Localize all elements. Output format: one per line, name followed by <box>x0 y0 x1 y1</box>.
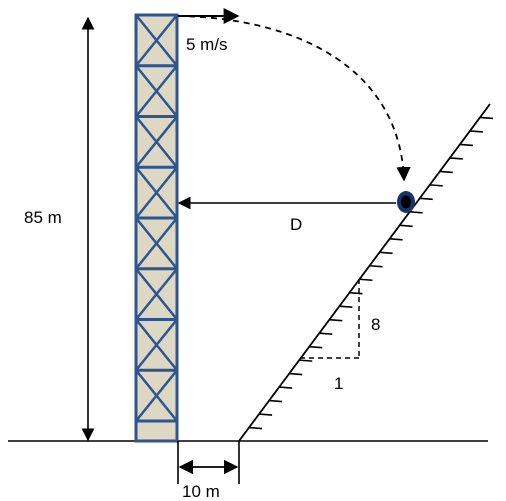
launch-speed-label: 5 m/s <box>186 35 228 54</box>
tower-brace <box>135 267 178 321</box>
hatch-mark <box>309 345 323 349</box>
hatch-mark <box>299 359 313 362</box>
lattice-tower <box>134 13 179 443</box>
tower-brace <box>135 115 178 169</box>
hatch-mark <box>369 264 383 268</box>
tower-brace <box>135 318 178 372</box>
hatch-mark <box>469 130 483 133</box>
projectile-trajectory <box>177 15 411 182</box>
slope-ratio-triangle <box>300 279 360 359</box>
hatch-mark <box>279 386 293 389</box>
slope-run-label: 1 <box>334 374 343 393</box>
projectile-ball <box>397 191 415 213</box>
tower-height-label: 85 m <box>24 208 62 227</box>
hatch-mark <box>349 291 363 295</box>
hatch-mark <box>459 143 473 147</box>
hatch-mark <box>329 318 343 322</box>
tower-brace <box>135 64 178 118</box>
hatch-mark <box>409 211 423 214</box>
tower-brace <box>135 14 178 67</box>
hatch-mark <box>319 332 333 335</box>
hatch-mark <box>289 372 303 376</box>
hatch-mark <box>449 157 463 160</box>
hatch-mark <box>479 116 494 120</box>
hatch-mark <box>419 197 433 201</box>
slope-hatching <box>248 116 494 430</box>
tower-brace <box>135 217 178 270</box>
hatch-mark <box>439 170 453 174</box>
hatch-mark <box>399 224 413 228</box>
hatch-mark <box>429 184 443 187</box>
hatch-mark <box>389 238 403 241</box>
tower-brace <box>135 166 178 219</box>
base-offset-label: 10 m <box>182 482 220 501</box>
hatch-mark <box>269 399 283 403</box>
hatch-mark <box>379 251 393 255</box>
hatch-mark <box>339 305 353 308</box>
hatch-mark <box>259 413 273 416</box>
distance-d-label: D <box>290 215 302 234</box>
slope-rise-label: 8 <box>371 315 380 334</box>
slope-surface <box>238 103 491 442</box>
hatch-mark <box>359 278 373 282</box>
tower-brace <box>135 369 178 422</box>
hatch-mark <box>248 426 263 430</box>
